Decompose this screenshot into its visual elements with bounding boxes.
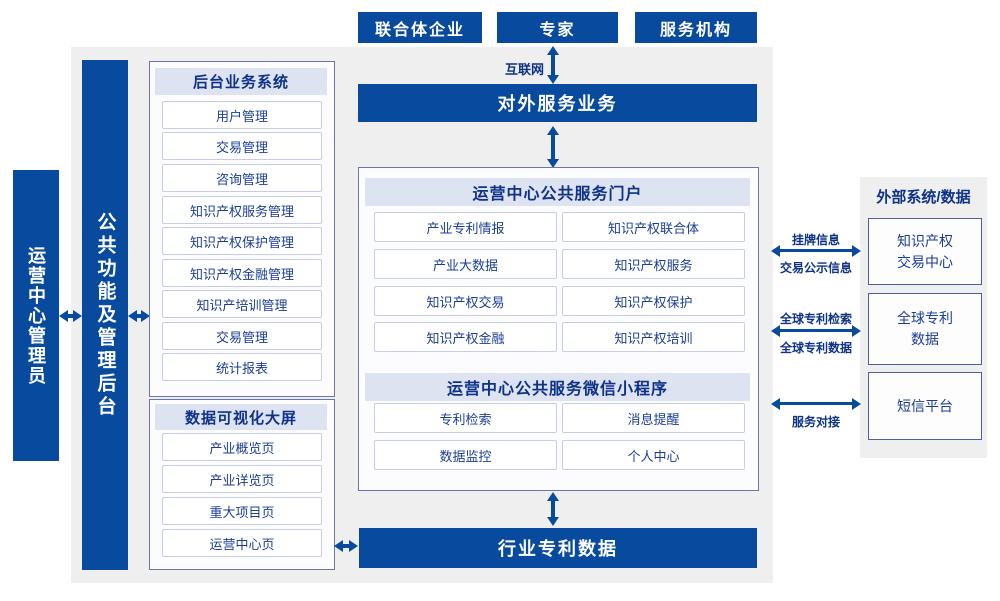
actor-box-service-orgs: 服务机构: [635, 12, 757, 43]
portal-item: 知识产权培训: [562, 322, 745, 352]
backend-item: 咨询管理: [162, 164, 322, 192]
miniprogram-item: 数据监控: [374, 440, 557, 470]
portal-item: 产业专利情报: [374, 212, 557, 242]
link-label-transaction-publicity: 交易公示信息: [779, 261, 852, 275]
portal-item: 知识产权金融: [374, 322, 557, 352]
double-arrow-global-patent: [780, 329, 852, 332]
external-box-sms-platform: 短信平台: [868, 372, 982, 440]
public-function-backend-bar: 公共功能及管理后台: [82, 60, 128, 570]
external-service-bar: 对外服务业务: [358, 84, 757, 122]
portal-item: 知识产权交易: [374, 286, 557, 316]
double-arrow-sms: [780, 402, 852, 405]
backend-item: 统计报表: [162, 353, 322, 381]
external-box-global-patent: 全球专利 数据: [868, 293, 982, 365]
miniprogram-item: 个人中心: [562, 440, 745, 470]
backend-item: 知识产培训管理: [162, 290, 322, 318]
double-arrow-ip-exchange: [780, 249, 852, 252]
dashboard-item: 重大项目页: [162, 497, 322, 525]
dashboard-item: 产业详览页: [162, 465, 322, 493]
dashboard-item: 产业概览页: [162, 433, 322, 461]
link-label-service-connection: 服务对接: [791, 415, 840, 429]
backend-item: 知识产权保护管理: [162, 227, 322, 255]
backend-item: 交易管理: [162, 132, 322, 160]
backend-system-title: 后台业务系统: [155, 68, 327, 95]
miniprogram-item: 专利检索: [374, 403, 557, 433]
portal-item: 产业大数据: [374, 249, 557, 279]
actor-box-consortium: 联合体企业: [358, 12, 482, 43]
backend-item: 交易管理: [162, 322, 322, 350]
link-label-global-patent-search: 全球专利检索: [779, 312, 852, 326]
external-box-ip-exchange: 知识产权 交易中心: [868, 218, 982, 285]
internet-label: 互联网: [504, 62, 544, 77]
portal-item: 知识产权保护: [562, 286, 745, 316]
double-arrow-dashboard-industry: [343, 544, 349, 548]
operations-admin-bar: 运营中心管理员: [13, 170, 59, 461]
double-arrow-internet: [551, 55, 555, 75]
link-label-listing-info: 挂牌信息: [791, 233, 840, 247]
portal-title: 运营中心公共服务门户: [365, 178, 750, 206]
dashboard-title: 数据可视化大屏: [155, 404, 327, 430]
actor-box-experts: 专家: [497, 12, 618, 43]
backend-item: 知识产权金融管理: [162, 259, 322, 287]
miniprogram-item: 消息提醒: [562, 403, 745, 433]
double-arrow-bar-to-portal: [551, 135, 555, 159]
portal-item: 知识产权服务: [562, 249, 745, 279]
backend-item: 知识产权服务管理: [162, 196, 322, 224]
backend-item: 用户管理: [162, 101, 322, 129]
miniprogram-title: 运营中心公共服务微信小程序: [365, 373, 750, 401]
double-arrow-admin-backend: [68, 314, 73, 318]
double-arrow-portal-industry: [551, 501, 555, 517]
dashboard-item: 运营中心页: [162, 529, 322, 557]
portal-item: 知识产权联合体: [562, 212, 745, 242]
external-systems-title: 外部系统/数据: [876, 189, 971, 206]
double-arrow-backend-system: [137, 314, 141, 318]
link-label-global-patent-data: 全球专利数据: [779, 341, 852, 355]
industry-patent-data-bar: 行业专利数据: [359, 528, 757, 568]
